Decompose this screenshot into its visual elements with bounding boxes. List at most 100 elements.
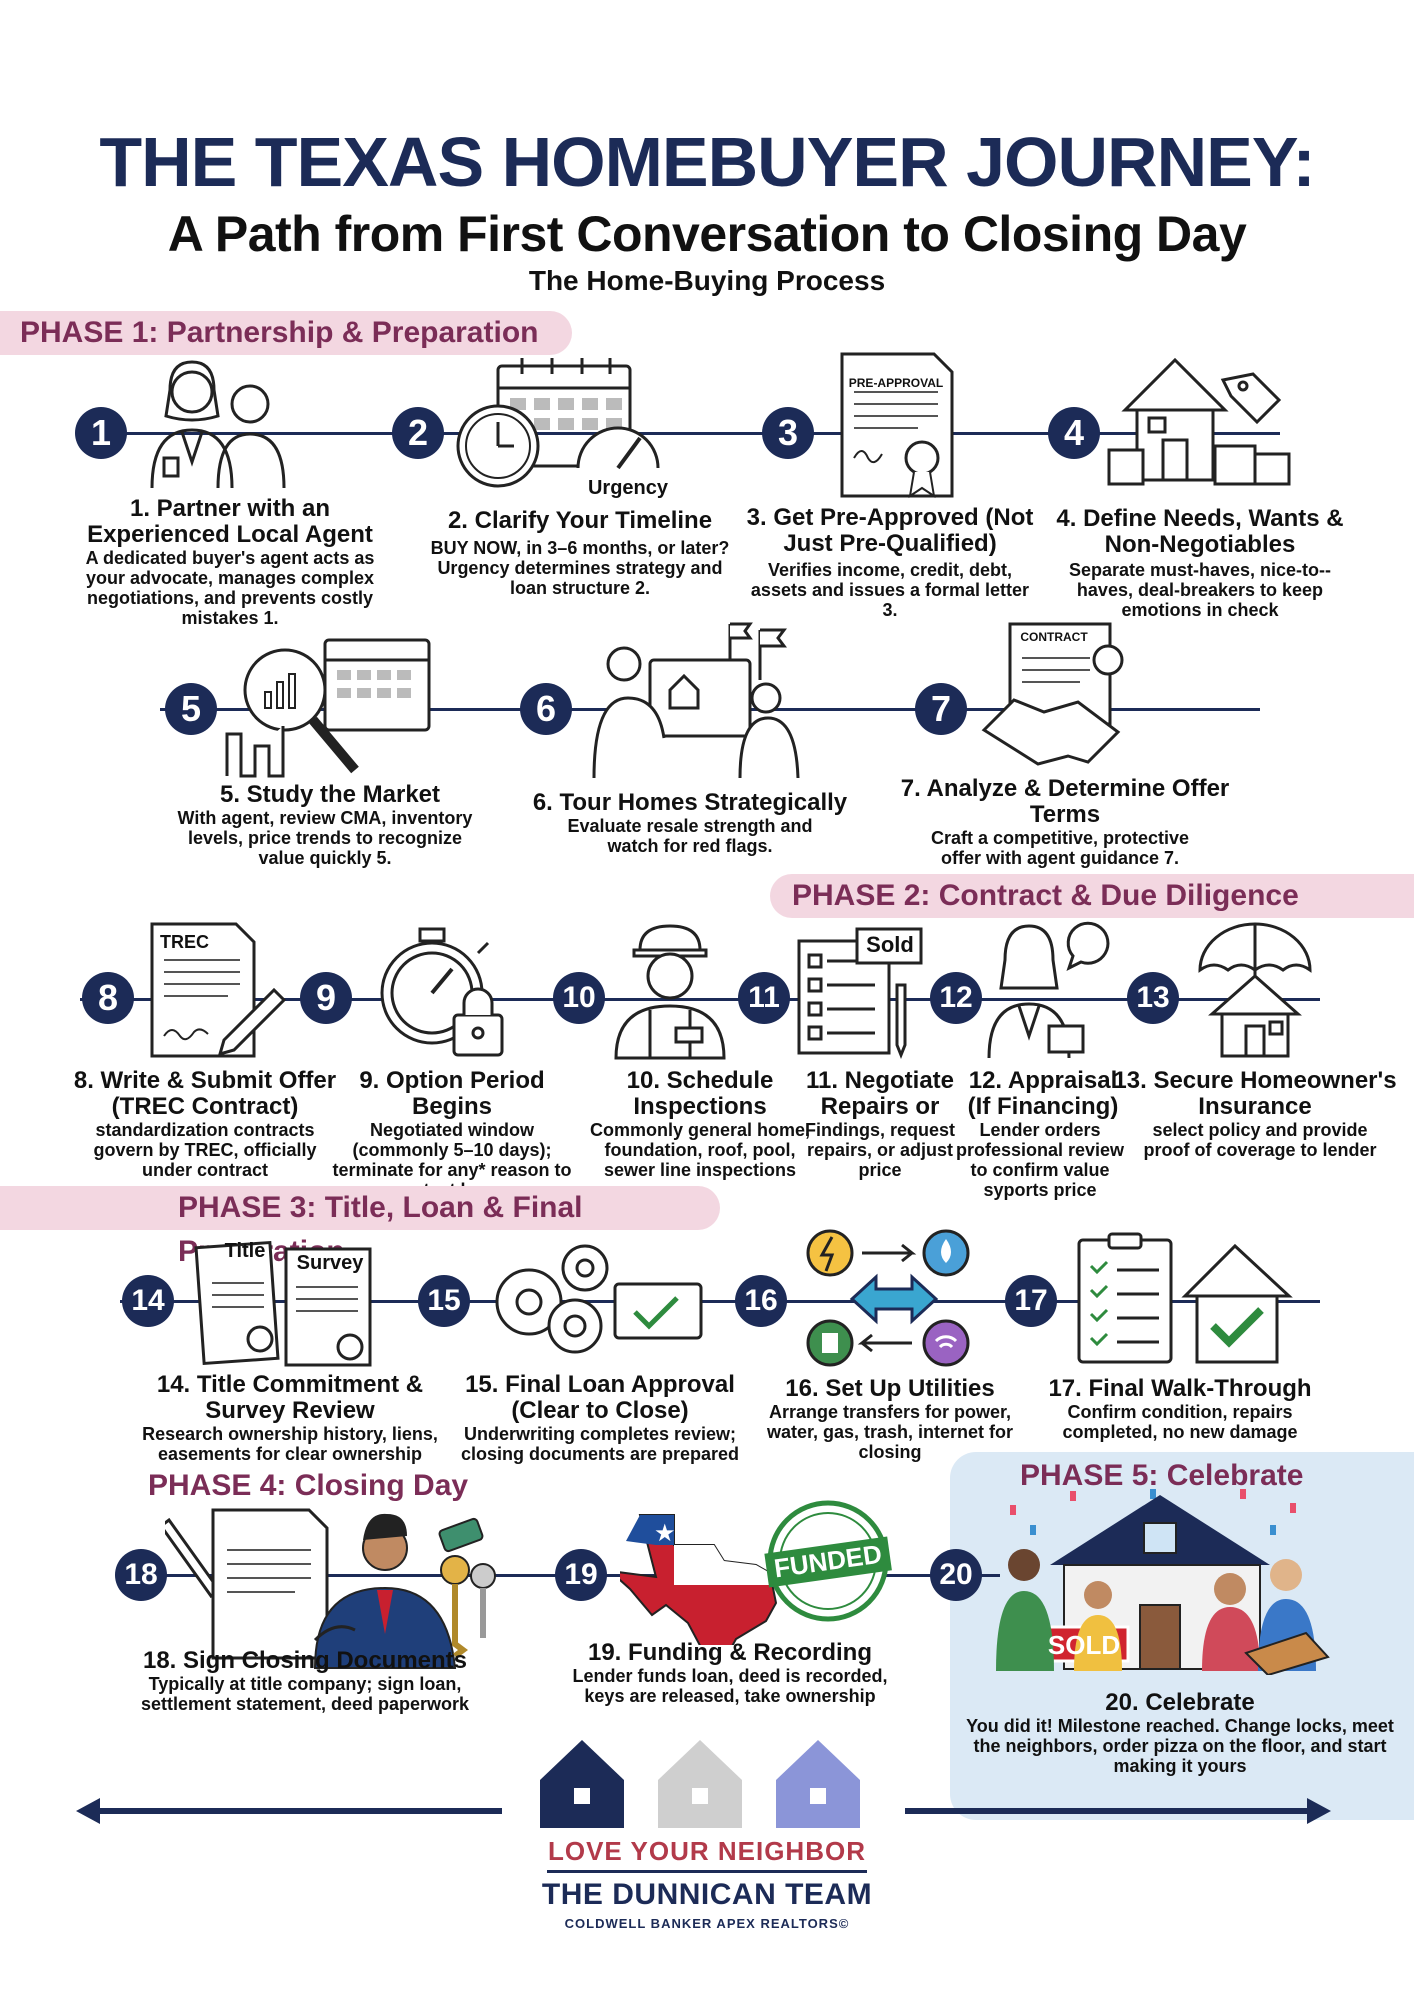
step-12-title: 12. Appraisal (If Financing) [967,1067,1119,1120]
step-20-number: 20 [930,1549,982,1601]
step-12-desc: Lender orders professional review to con… [955,1120,1125,1200]
step-6-desc: Evaluate resale strength and watch for r… [567,816,813,856]
step-2-title: 2. Clarify Your Timeline [447,507,713,534]
step-2-number: 2 [392,407,444,459]
step-18-desc: Typically at title company; sign loan, s… [140,1674,470,1714]
phase-1-banner: PHASE 1: Partnership & Preparation [0,311,572,355]
step-3-title: 3. Get Pre-Approved (Not Just Pre-Qualif… [746,504,1034,557]
sold-sign-label: SOLD [1047,1630,1121,1660]
footer-rule [547,1870,867,1873]
step-10-number: 10 [553,972,605,1024]
home-tour-icon [592,622,800,779]
step-14-desc: Research ownership history, liens, easem… [142,1424,438,1464]
step-11-title: 11. Negotiate Repairs or [805,1067,955,1120]
walkthrough-checklist-icon [1077,1232,1293,1364]
step-16-number: 16 [735,1275,787,1327]
step-11-desc: Findings, request repairs, or adjust pri… [805,1120,956,1180]
phase-4-banner: PHASE 4: Closing Day [148,1469,469,1502]
step-17-title: 17. Final Walk-Through [1048,1375,1312,1402]
celebrate-house-icon [996,1489,1330,1675]
step-3-desc: Verifies income, credit, debt, assets an… [750,560,1030,620]
house-boxes-tag-icon [1107,357,1291,486]
step-19-desc: Lender funds loan, deed is recorded, key… [572,1666,888,1706]
step-3-number: 3 [762,407,814,459]
step-17-desc: Confirm condition, repairs completed, no… [1062,1402,1298,1442]
contract-label: CONTRACT [1020,630,1088,644]
trec-contract-icon [150,922,287,1058]
step-19-title: 19. Funding & Recording [587,1639,872,1666]
step-14-number: 14 [122,1275,174,1327]
stopwatch-lock-icon [380,927,504,1057]
signing-keys-icon [165,1508,496,1669]
agent-client-icon [150,360,286,489]
step-12-number: 12 [930,972,982,1024]
step-18-title: 18. Sign Closing Documents [142,1647,468,1674]
title-survey-docs-icon [194,1240,372,1367]
step-9-number: 9 [300,972,352,1024]
step-7-number: 7 [915,683,967,735]
footer-team-name: THE DUNNICAN TEAM [541,1878,873,1911]
step-16-desc: Arrange transfers for power, water, gas,… [766,1402,1014,1462]
step-6-number: 6 [520,683,572,735]
sold-label: Sold [866,932,914,957]
pre-approval-letter-icon [840,352,954,499]
step-19-number: 19 [555,1549,607,1601]
step-14-title: 14. Title Commitment & Survey Review [156,1371,424,1424]
step-13-desc: select policy and provide proof of cover… [1143,1120,1377,1160]
umbrella-house-icon [1198,922,1312,1058]
step-15-title: 15. Final Loan Approval (Clear to Close) [465,1371,735,1424]
phase-2-banner: PHASE 2: Contract & Due Diligence [770,874,1414,918]
step-8-number: 8 [82,972,134,1024]
footer-arrow-right [905,1796,1335,1826]
svg-text:★: ★ [654,1519,676,1547]
step-1-title: 1. Partner with an Experienced Local Age… [87,495,373,548]
step-15-number: 15 [418,1275,470,1327]
step-13-number: 13 [1127,972,1179,1024]
step-5-number: 5 [165,683,217,735]
step-20-title: 20. Celebrate [1105,1689,1255,1716]
step-2-desc: BUY NOW, in 3–6 months, or later? Urgenc… [430,538,730,598]
step-5-title: 5. Study the Market [219,781,441,808]
step-4-desc: Separate must-haves, nice-to--haves, dea… [1068,560,1332,620]
footer-arrow-left [72,1796,502,1826]
step-1-desc: A dedicated buyer's agent acts as your a… [85,548,375,628]
step-9-title: 9. Option Period Begins [359,1067,545,1120]
step-13-title: 13. Secure Homeowner's Insurance [1113,1067,1397,1120]
step-15-desc: Underwriting completes review; closing d… [460,1424,740,1464]
step-9-desc: Negotiated window (commonly 5–10 days); … [332,1120,572,1200]
gears-approval-icon [495,1244,703,1354]
step-4-number: 4 [1048,407,1100,459]
checklist-sold-icon [797,927,923,1060]
calendar-clock-gauge-icon [456,358,660,488]
survey-doc-label: Survey [296,1252,364,1274]
page-title: THE TEXAS HOMEBUYER JOURNEY: [99,123,1315,201]
step-7-desc: Craft a competitive, protective offer wi… [930,828,1190,868]
step-4-title: 4. Define Needs, Wants & Non-Negotiables [1056,505,1344,558]
phase-3-banner: PHASE 3: Title, Loan & Final Preparation [0,1186,720,1268]
footer-brokerage: COLDWELL BANKER APEX REALTORS© [564,1916,850,1931]
step-5-desc: With agent, review CMA, inventory levels… [177,808,473,868]
pre-approval-label: PRE-APPROVAL [848,376,944,390]
title-doc-label: Title [224,1240,266,1262]
appraiser-icon [987,921,1110,1059]
phase-5-banner: PHASE 5: Celebrate [1020,1459,1304,1492]
step-10-title: 10. Schedule Inspections [626,1067,774,1120]
step-7-title: 7. Analyze & Determine Offer Terms [900,775,1230,828]
step-8-desc: standardization contracts govern by TREC… [93,1120,317,1180]
timeline-row-3 [80,998,1320,1001]
step-16-title: 16. Set Up Utilities [785,1375,995,1402]
team-houses-logo-icon [540,1740,860,1828]
trec-label: TREC [160,932,209,952]
step-11-number: 11 [738,972,790,1024]
texas-funded-icon: ★ [620,1500,892,1645]
page-subtitle: A Path from First Conversation to Closin… [167,206,1247,262]
step-1-number: 1 [75,407,127,459]
step-6-title: 6. Tour Homes Strategically [532,789,848,816]
contract-handshake-icon [981,622,1124,766]
timeline-row-1 [80,432,1280,435]
step-17-number: 17 [1005,1275,1057,1327]
inspector-icon [614,924,726,1060]
urgency-label: Urgency [587,477,669,499]
page-tagline: The Home-Buying Process [528,265,886,296]
market-analysis-icon [225,638,431,778]
